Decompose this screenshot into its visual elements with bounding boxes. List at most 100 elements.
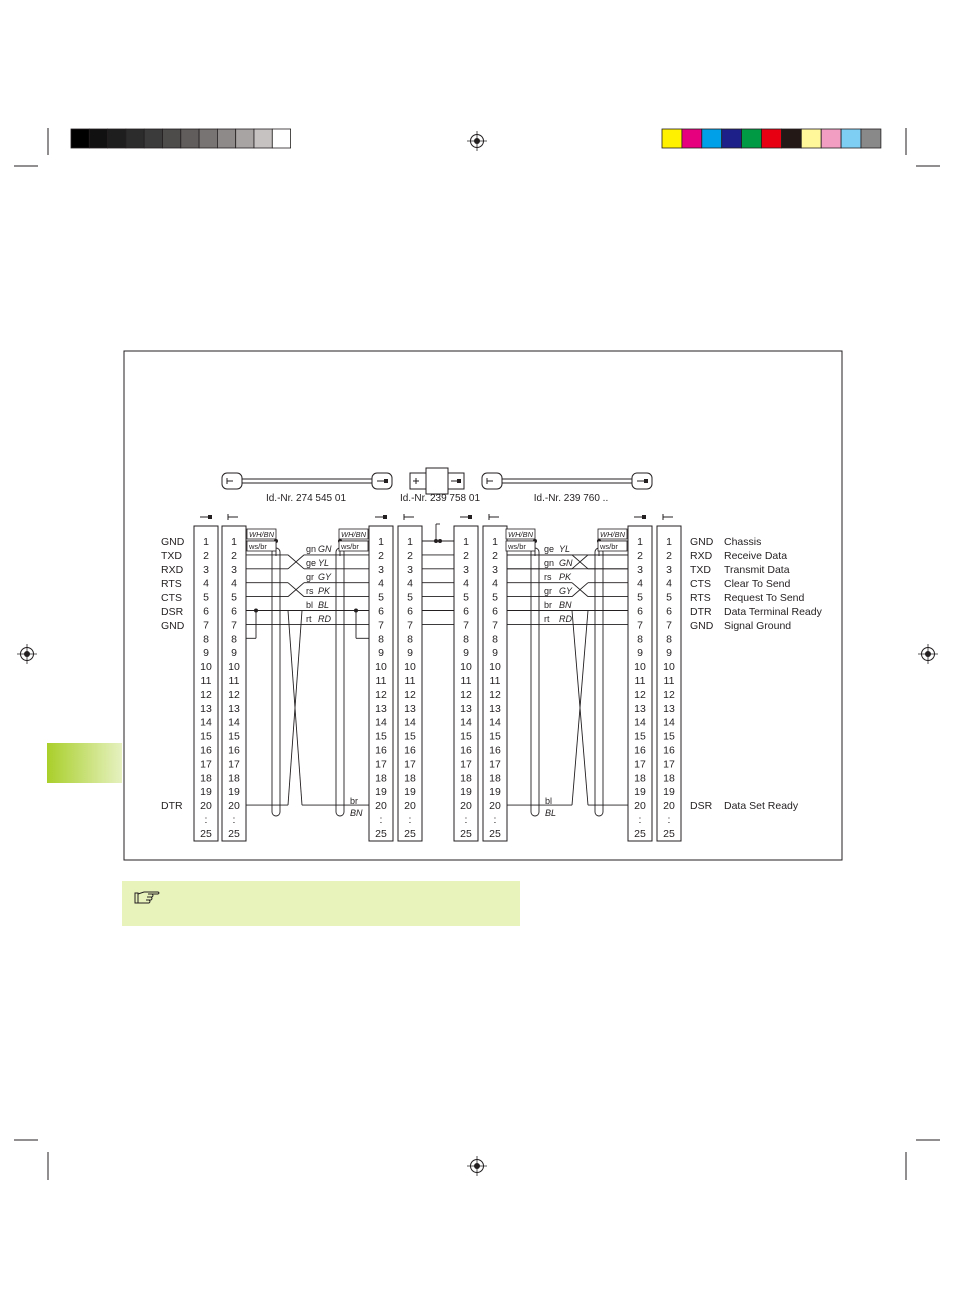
pin-number: 16	[375, 745, 387, 757]
pin-number: 6	[666, 606, 672, 618]
pin-number: 16	[663, 745, 675, 757]
pin-number: 17	[663, 758, 675, 770]
wire	[287, 610, 303, 806]
gray-swatch	[253, 128, 273, 149]
pin-number: 15	[404, 731, 416, 743]
pin-number: 11	[461, 675, 472, 687]
color-swatch	[741, 128, 762, 149]
pin-number: 20	[200, 800, 212, 812]
pin-number: 17	[228, 758, 240, 770]
pin-number: 13	[404, 703, 416, 715]
connector-icon	[481, 472, 653, 490]
right-name-4: Clear To Send	[724, 578, 791, 590]
pin-number: 6	[407, 606, 413, 618]
pin-number: 1	[492, 536, 498, 548]
pin-number: 25	[375, 828, 387, 840]
shield-labels: WH/BN ws/br WH/BN ws/br WH/BN ws/br WH/B…	[246, 528, 628, 552]
pin-number: 18	[404, 772, 416, 784]
pin-number: 7	[492, 619, 498, 631]
cable-shield	[335, 547, 345, 817]
pin-number: 12	[200, 689, 212, 701]
pin-number: 8	[666, 633, 672, 645]
pin-number: 9	[492, 647, 498, 659]
pin-number: 12	[663, 689, 675, 701]
wire-en: GY	[318, 572, 332, 582]
pin-number: 13	[460, 703, 472, 715]
junction-dot	[434, 539, 438, 543]
pin-number: 5	[203, 592, 209, 604]
pin-ellipsis: :	[205, 814, 208, 826]
pin-number: 20	[460, 800, 472, 812]
pin-number: 1	[666, 536, 672, 548]
pin-ellipsis: :	[233, 814, 236, 826]
shield-label-upper-1: WH/BN	[249, 530, 275, 539]
color-swatch	[820, 128, 842, 149]
wire-en: YL	[559, 544, 570, 554]
pin-number: 2	[203, 550, 209, 562]
pin-number: 2	[231, 550, 237, 562]
pin-number: 7	[203, 619, 209, 631]
wire-en: GN	[318, 544, 332, 554]
shield-label-upper-2: WH/BN	[341, 530, 367, 539]
pin-number: 3	[637, 564, 643, 576]
pin-number: 2	[666, 550, 672, 562]
pin-number: 4	[407, 578, 413, 590]
pin-number: 25	[228, 828, 240, 840]
pin-number: 9	[407, 647, 413, 659]
pin-number: 16	[200, 745, 212, 757]
pin-number: 19	[404, 786, 416, 798]
wire-de: rt	[306, 614, 312, 624]
color-bars	[70, 128, 882, 149]
pin-number: 10	[460, 661, 472, 673]
right-abbr-4: CTS	[690, 578, 711, 590]
registration-mark-icon	[467, 131, 487, 151]
pin-number: 20	[634, 800, 646, 812]
pin-number: 10	[228, 661, 240, 673]
shield-label-lower-4: ws/br	[599, 542, 618, 551]
wire-en: YL	[318, 558, 329, 568]
gray-swatch	[235, 128, 255, 149]
pin-number: 4	[463, 578, 469, 590]
pin-number: 1	[463, 536, 469, 548]
wire-en: RD	[559, 614, 572, 624]
pin-number: 19	[634, 786, 646, 798]
color-swatch	[721, 128, 743, 149]
pin-number: 12	[460, 689, 472, 701]
right-name-6: Data Terminal Ready	[724, 606, 823, 618]
shield-label-lower-1: ws/br	[248, 542, 267, 551]
pin-number: 15	[375, 731, 387, 743]
wire-de: bl	[545, 796, 552, 806]
pin-number: 5	[637, 592, 643, 604]
wire-en: RD	[318, 614, 331, 624]
gray-swatch	[88, 128, 109, 149]
wire-de: gr	[544, 586, 552, 596]
pin-number: 25	[663, 828, 675, 840]
wire-de: bl	[306, 600, 313, 610]
pin-number: 13	[200, 703, 212, 715]
pin-number: 7	[463, 619, 469, 631]
pin-number: 6	[492, 606, 498, 618]
pin-number: 12	[375, 689, 387, 701]
right-name-3: Transmit Data	[724, 564, 790, 576]
color-swatch	[681, 128, 703, 149]
pin-number: 18	[460, 772, 472, 784]
wire-labels-cable-1: gn GN ge YL gr GY rs PK bl BL rt RD br B…	[306, 544, 363, 818]
shield-label-lower-3: ws/br	[507, 542, 526, 551]
right-abbr-2: RXD	[690, 550, 713, 562]
pin-number: 6	[378, 606, 384, 618]
chapter-tab	[47, 743, 122, 783]
pin-number: 6	[637, 606, 643, 618]
shield-label-upper-3: WH/BN	[508, 530, 534, 539]
pin-number: 4	[666, 578, 672, 590]
pin-number: 25	[460, 828, 472, 840]
pin-number: 14	[460, 717, 472, 729]
pin-number: 19	[489, 786, 501, 798]
pin-number: 9	[203, 647, 209, 659]
pin-number: 25	[634, 828, 646, 840]
right-abbr-6: DTR	[690, 606, 712, 618]
wire-de: br	[350, 796, 358, 806]
pin-number: 11	[201, 675, 212, 687]
pin-number: 8	[407, 633, 413, 645]
